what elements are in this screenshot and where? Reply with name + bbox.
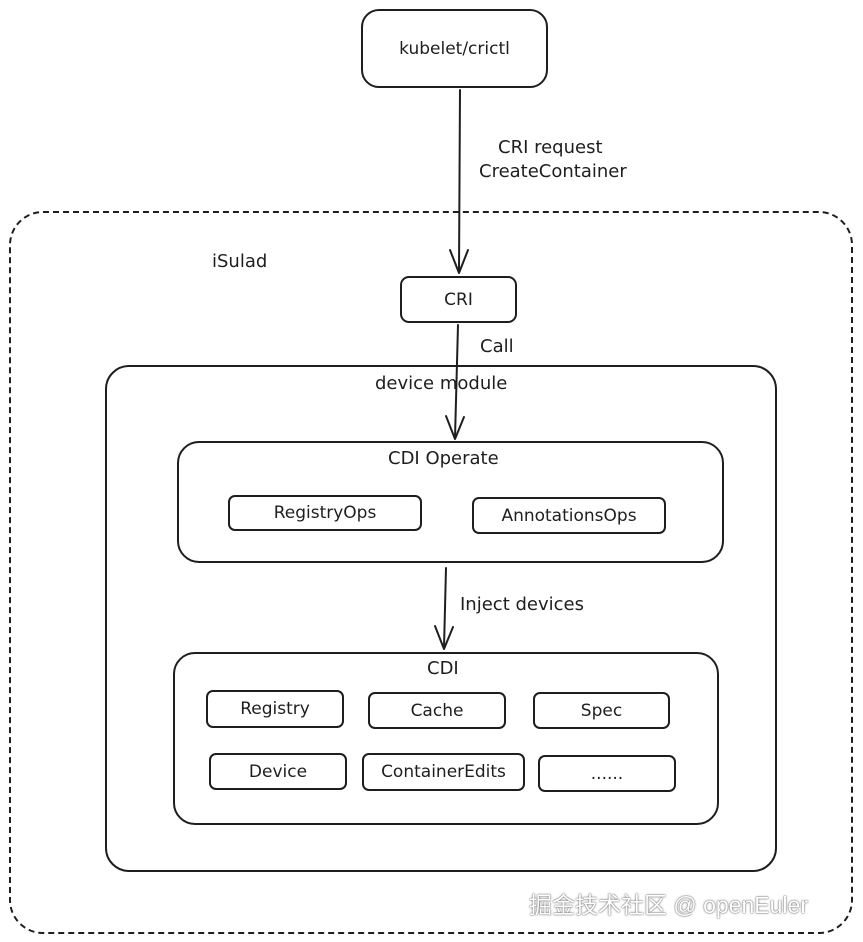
registry-box: Registry — [206, 690, 344, 728]
watermark-text: 掘金技术社区 @ openEuler — [529, 892, 808, 918]
spec-box: Spec — [533, 692, 670, 729]
annotations-ops-box: AnnotationsOps — [472, 497, 666, 534]
call-arrowhead — [445, 415, 465, 440]
cri-label: CRI — [444, 289, 473, 310]
call-label: Call — [480, 336, 514, 357]
ellipsis-label: ...... — [590, 763, 624, 784]
kubelet-crictl-label: kubelet/crictl — [399, 38, 510, 59]
cri-request-label: CRI request — [498, 137, 603, 158]
isulad-title: iSulad — [212, 251, 268, 272]
device-module-box — [105, 365, 777, 872]
annotations-ops-label: AnnotationsOps — [501, 505, 637, 526]
ellipsis-box: ...... — [538, 755, 676, 792]
cache-box: Cache — [368, 692, 506, 729]
container-edits-box: ContainerEdits — [362, 753, 525, 791]
container-edits-label: ContainerEdits — [381, 762, 506, 782]
create-container-label: CreateContainer — [479, 161, 627, 182]
cdi-operate-title: CDI Operate — [388, 448, 499, 469]
isulad-container — [9, 211, 853, 934]
call-arrow — [454, 324, 459, 439]
device-module-title: device module — [375, 373, 508, 394]
cdi-title: CDI — [427, 658, 459, 679]
spec-label: Spec — [580, 700, 623, 721]
device-box: Device — [209, 753, 347, 790]
registry-label: Registry — [240, 699, 310, 719]
device-label: Device — [248, 761, 308, 782]
request-arrow — [458, 89, 461, 273]
registry-ops-box: RegistryOps — [228, 495, 422, 531]
inject-devices-label: Inject devices — [460, 594, 584, 615]
cdi-operate-box — [177, 441, 724, 563]
cache-label: Cache — [410, 700, 464, 721]
cdi-box — [173, 652, 719, 825]
request-arrowhead — [449, 249, 469, 274]
cri-box: CRI — [400, 276, 517, 323]
kubelet-crictl-box: kubelet/crictl — [361, 9, 548, 88]
inject-arrowhead — [434, 625, 454, 650]
registry-ops-label: RegistryOps — [273, 503, 377, 523]
inject-arrow — [443, 567, 447, 649]
